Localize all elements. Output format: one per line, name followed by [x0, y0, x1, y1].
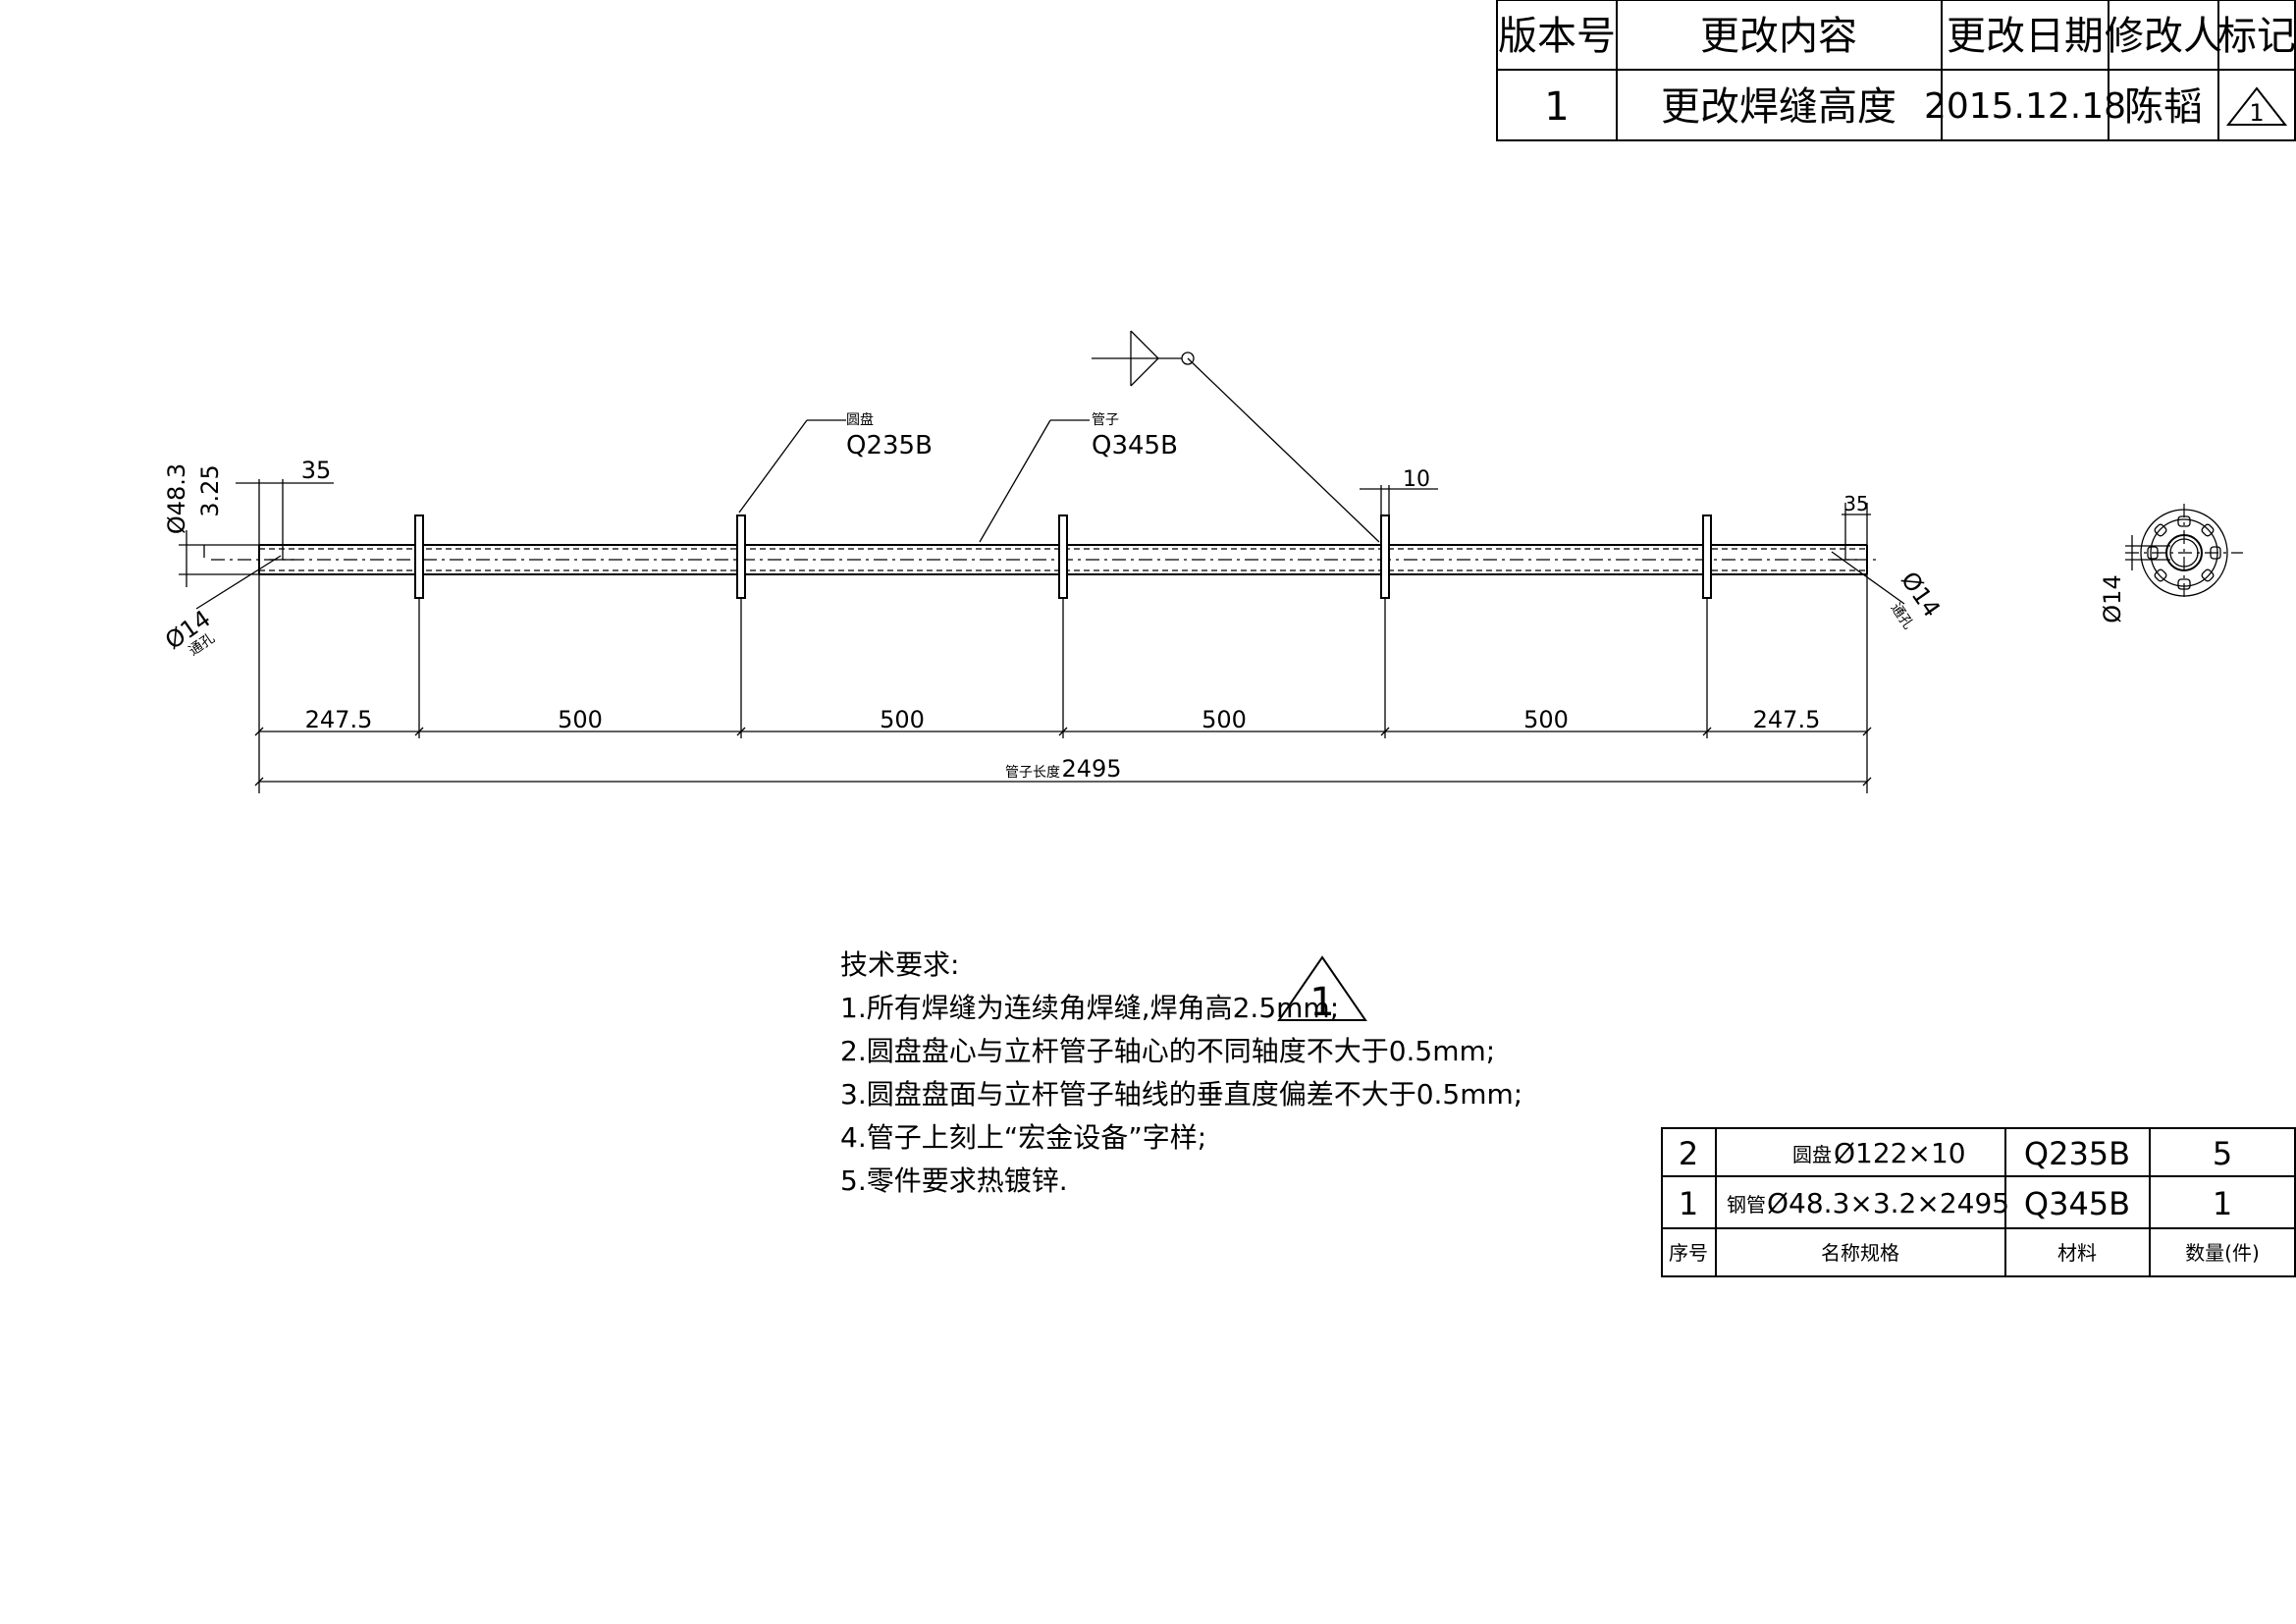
dim-wall: 3.25: [196, 464, 224, 516]
pipe-side-view: [211, 514, 1880, 599]
rev-cell-mark: 1: [2249, 99, 2264, 127]
tech-requirement-item: 1.所有焊缝为连续角焊缝,焊角高2.5mm;: [840, 992, 1339, 1024]
dim-outer-dia: Ø48.3: [163, 463, 190, 534]
pipe-material-label: Q345B: [1092, 431, 1178, 460]
bom-cell-name-prefix: 钢管: [1727, 1193, 1766, 1217]
dim-segment-4: 500: [1201, 706, 1247, 733]
pipe-outer-circle: [2165, 534, 2203, 571]
tech-requirement-item: 2.圆盘盘心与立杆管子轴心的不同轴度不大于0.5mm;: [840, 1035, 1495, 1067]
segment-ticks: [254, 727, 1872, 736]
rev-cell-editor: 陈韬: [2124, 84, 2203, 130]
rev-cell-version: 1: [1544, 84, 1569, 130]
leader-line: [979, 419, 1051, 543]
rev-header-editor: 修改人: [2105, 14, 2222, 59]
revision-mark-triangle: 1: [2225, 86, 2288, 127]
dim-end-right: 35: [1843, 492, 1868, 515]
bom-header-no: 序号: [1669, 1241, 1708, 1265]
dim-segment-2: 500: [558, 706, 603, 733]
dim-segment-6: 247.5: [1753, 706, 1821, 733]
dim-end-left: 35: [301, 457, 332, 484]
rev-header-version: 版本号: [1498, 14, 1616, 59]
disc-thickness-dimension: 10: [1360, 467, 1438, 515]
dimension-lines: 247.5 500 500 500 500 247.5 管子长度 2495: [254, 574, 1872, 793]
disc-outline: [2140, 509, 2228, 597]
disc-hole-ring: [2150, 518, 2218, 587]
pipe-inner-circle: [2169, 538, 2199, 568]
disc: [1702, 514, 1712, 599]
weld-leader-line: [1187, 357, 1380, 543]
dim-segment-5: 500: [1523, 706, 1569, 733]
bom-header-name: 名称规格: [1821, 1241, 1899, 1265]
rev-header-mark: 标记: [2217, 14, 2296, 59]
bom-cell-name-spec: Ø48.3×3.2×2495: [1767, 1187, 2009, 1219]
bom-cell-qty: 1: [2213, 1185, 2232, 1222]
dim-disc-thickness: 10: [1403, 467, 1430, 492]
pipe-name-label: 管子: [1092, 412, 1119, 428]
tech-revision-mark: 1: [1277, 955, 1367, 1025]
bom-table-border: [1661, 1127, 2296, 1277]
right-end-dimensions: 35 Ø14 通孔: [1831, 492, 1946, 632]
triangle-icon: [2225, 86, 2288, 126]
disc: [1058, 514, 1068, 599]
hole-end-view-dim: Ø14: [2099, 574, 2126, 623]
rev-header-content: 更改内容: [1700, 14, 1857, 59]
bom-table: 2 圆盘 Ø122×10 Q235B 5 1 钢管 Ø48.3×3.2×2495…: [1661, 1127, 2296, 1277]
bom-cell-qty: 5: [2213, 1135, 2232, 1172]
disc-material-label: Q235B: [846, 431, 933, 460]
left-end-dimensions: 35 Ø48.3 3.25 Ø14 通孔: [160, 457, 334, 659]
pipe-callout: 管子 Q345B: [979, 412, 1178, 543]
weld-fillet-icon: [1130, 330, 1159, 387]
tech-requirement-item: 5.零件要求热镀锌.: [840, 1164, 1068, 1197]
leader-line: [738, 419, 808, 514]
bom-cell-material: Q345B: [2024, 1185, 2130, 1222]
tech-requirement-item: 3.圆盘盘面与立杆管子轴线的垂直度偏差不大于0.5mm;: [840, 1078, 1522, 1110]
revision-table: 版本号 更改内容 更改日期 修改人 标记 1 更改焊缝高度 2015.12.18…: [1496, 0, 2296, 141]
bom-cell-no: 1: [1679, 1185, 1698, 1222]
bom-cell-name-prefix: 圆盘: [1792, 1143, 1832, 1166]
disc-slot-holes: [2147, 515, 2221, 590]
disc: [1380, 514, 1390, 599]
bom-header-material: 材料: [2057, 1241, 2097, 1265]
dim-segment-1: 247.5: [305, 706, 373, 733]
rev-header-date: 更改日期: [1947, 14, 2104, 59]
tech-requirement-item: 4.管子上刻上“宏金设备”字样;: [840, 1121, 1206, 1154]
disc: [414, 514, 424, 599]
end-view: Ø14: [2099, 504, 2243, 623]
bom-cell-name-spec: Ø122×10: [1834, 1137, 1966, 1169]
dim-total-label: 管子长度: [1005, 765, 1060, 781]
dim-segment-3: 500: [880, 706, 925, 733]
disc-callout: 圆盘 Q235B: [738, 411, 933, 514]
tech-requirements: 技术要求: 1.所有焊缝为连续角焊缝,焊角高2.5mm; 2.圆盘盘心与立杆管子…: [840, 948, 1522, 1197]
leader-line: [195, 555, 282, 610]
bom-cell-material: Q235B: [2024, 1135, 2130, 1172]
weld-symbol: [1092, 330, 1380, 543]
leader-line: [1831, 551, 1905, 605]
rev-cell-content: 更改焊缝高度: [1661, 84, 1896, 130]
disc-name-label: 圆盘: [846, 411, 874, 428]
tech-requirements-title: 技术要求:: [840, 948, 959, 981]
tech-revision-mark-number: 1: [1309, 980, 1334, 1025]
rev-cell-date: 2015.12.18: [1924, 86, 2126, 127]
bom-header-qty: 数量(件): [2185, 1241, 2260, 1265]
triangle-icon: [1277, 955, 1367, 1021]
dim-total: 2495: [1061, 755, 1121, 783]
disc: [736, 514, 746, 599]
bom-cell-no: 2: [1679, 1135, 1698, 1172]
